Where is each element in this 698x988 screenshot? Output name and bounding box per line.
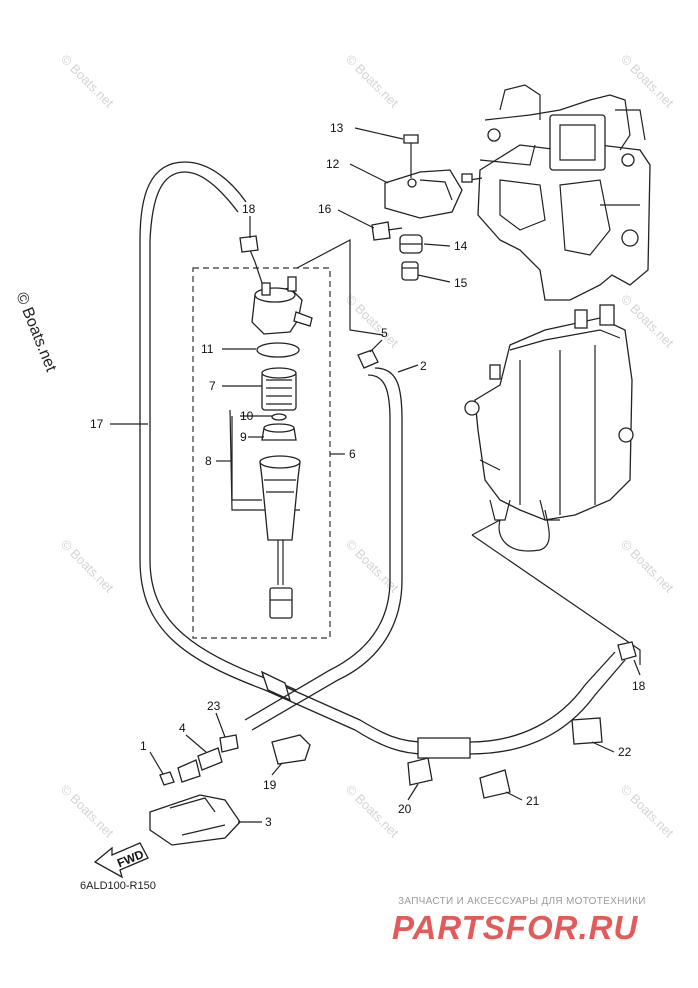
shop-tagline: ЗАПЧАСТИ И АКСЕССУАРЫ ДЛЯ МОТОТЕХНИКИ xyxy=(398,896,646,907)
callout-2: 2 xyxy=(420,359,427,373)
fuel-hose-2 xyxy=(244,367,403,731)
callout-16: 16 xyxy=(318,202,332,216)
watermark: © Boats.net xyxy=(618,537,677,596)
forward-direction-arrow: FWD xyxy=(93,842,149,879)
connector-parts xyxy=(159,717,603,799)
bracket-parts xyxy=(371,134,463,281)
callout-18-lower: 18 xyxy=(632,679,646,693)
callout-18: 18 xyxy=(242,202,256,216)
callout-20: 20 xyxy=(398,802,412,816)
callout-6: 6 xyxy=(349,447,356,461)
callout-labels: 13 12 16 14 15 18 11 5 2 7 17 10 9 8 6 1… xyxy=(90,121,646,829)
callout-13: 13 xyxy=(330,121,344,135)
callout-15: 15 xyxy=(454,276,468,290)
callout-1: 1 xyxy=(140,739,147,753)
callout-17: 17 xyxy=(90,417,104,431)
watermark: © Boats.net xyxy=(618,52,677,111)
callout-9: 9 xyxy=(240,430,247,444)
callout-3: 3 xyxy=(265,815,272,829)
callout-21: 21 xyxy=(526,794,540,808)
callout-4: 4 xyxy=(179,721,186,735)
watermark: © Boats.net xyxy=(58,52,117,111)
watermark: © Boats.net xyxy=(58,537,117,596)
watermark: © Boats.net xyxy=(343,292,402,351)
callout-14: 14 xyxy=(454,239,468,253)
callout-22: 22 xyxy=(618,745,632,759)
filter-assembly-boundary xyxy=(192,267,331,639)
callout-5: 5 xyxy=(381,326,388,340)
hose-protector-3 xyxy=(149,794,241,846)
watermark: © Boats.net xyxy=(343,782,402,841)
callout-11: 11 xyxy=(201,342,214,356)
watermark: © Boats.net xyxy=(343,52,402,111)
watermark: © Boats.net xyxy=(58,782,117,841)
callout-23: 23 xyxy=(207,699,221,713)
fuel-filter-parts xyxy=(239,235,313,619)
fuel-hose-17 xyxy=(139,161,626,759)
vapor-separator-assembly xyxy=(464,304,634,552)
watermark: © Boats.net xyxy=(618,782,677,841)
drawing-number: 6ALD100-R150 xyxy=(80,880,156,892)
callout-19: 19 xyxy=(263,778,277,792)
engine-block-upper xyxy=(461,84,651,301)
callout-7: 7 xyxy=(209,379,216,393)
leader-lines xyxy=(110,127,641,823)
callout-10: 10 xyxy=(240,409,254,423)
callout-8: 8 xyxy=(205,454,212,468)
shop-logo: PARTSFOR.RU xyxy=(392,909,639,946)
fwd-label: FWD xyxy=(115,847,146,870)
callout-12: 12 xyxy=(326,157,340,171)
watermark: © Boats.net xyxy=(343,537,402,596)
hose-clips xyxy=(219,349,637,753)
